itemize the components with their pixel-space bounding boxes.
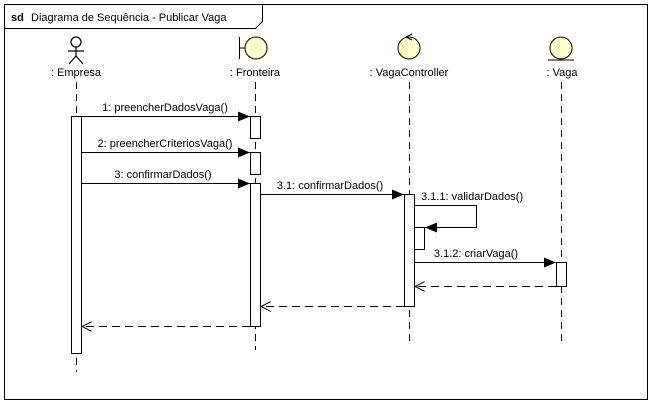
lifeline-name-fronteira: : Fronteira [230, 67, 281, 79]
actor-icon [68, 36, 84, 65]
boundary-icon [239, 36, 268, 60]
message-2-label: 2: preencherCriteriosVaga() [98, 138, 233, 150]
activation-controller-nested [414, 227, 425, 250]
entity-icon [548, 36, 574, 61]
lifeline-name-vaga: : Vaga [547, 67, 579, 79]
frame-keyword: sd [11, 12, 24, 24]
activation-empresa [71, 116, 82, 354]
message-3-1-1-label: 3.1.1: validarDados() [421, 191, 523, 203]
message-1-label: 1: preencherDadosVaga() [102, 102, 228, 114]
activation-vaga [556, 262, 567, 287]
frame-border [4, 4, 648, 400]
message-3-1-label: 3.1: confirmarDados() [277, 180, 383, 192]
message-3-label: 3: confirmarDados() [114, 169, 211, 181]
control-icon [397, 33, 421, 60]
message-3-1-2-label: 3.1.2: criarVaga() [434, 248, 518, 260]
lifeline-name-controller: : VagaController [370, 67, 449, 79]
lifeline-name-empresa: : Empresa [51, 67, 102, 79]
frame-title: Diagrama de Sequência - Publicar Vaga [31, 12, 227, 24]
message-3-1-1-arrow [414, 205, 477, 233]
activation-fronteira-3 [250, 183, 261, 327]
activation-controller [404, 194, 415, 307]
activation-fronteira-1 [250, 116, 261, 139]
frame-title-tab [4, 4, 263, 29]
activation-fronteira-2 [250, 152, 261, 175]
